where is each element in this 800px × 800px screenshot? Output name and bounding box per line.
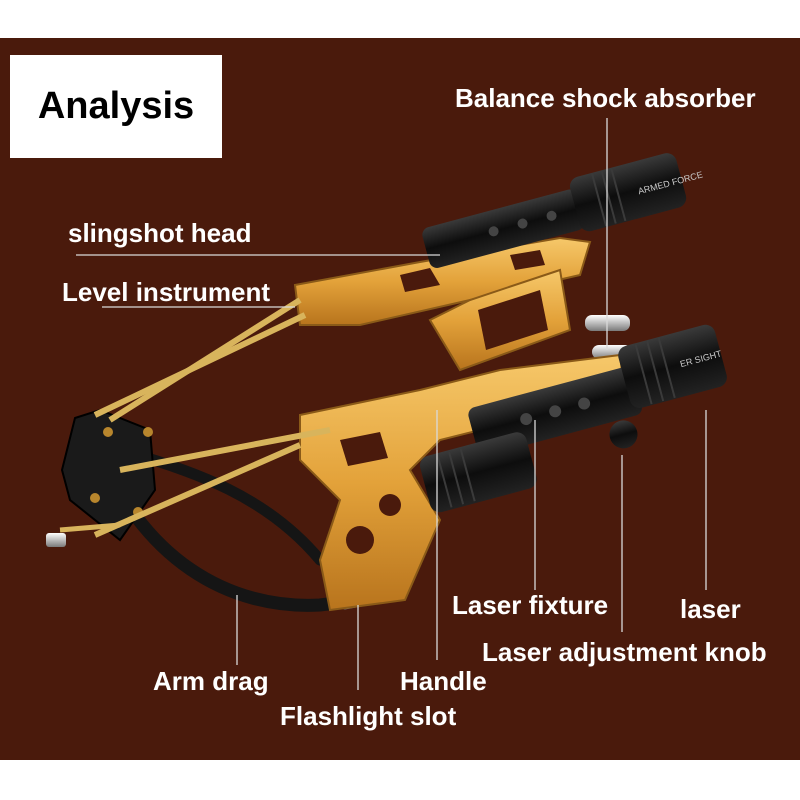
label-level-instrument: Level instrument — [62, 277, 271, 307]
title-box: Analysis — [10, 55, 222, 158]
label-flashlight-slot: Flashlight slot — [280, 701, 457, 731]
slingshot-frame-lower — [299, 353, 627, 612]
label-slingshot-head: slingshot head — [68, 218, 252, 248]
label-arm-drag: Arm drag — [153, 666, 269, 696]
label-handle: Handle — [400, 666, 487, 696]
leader-lines — [76, 118, 707, 690]
lower-laser: ER SIGHT — [419, 324, 727, 513]
upper-laser: ARMED FORCE — [422, 153, 704, 268]
label-laser: laser — [680, 594, 741, 624]
laser-adjustment-knob-shape — [609, 420, 638, 449]
label-laser-fixture: Laser fixture — [452, 590, 609, 620]
label-laser-adjustment-knob: Laser adjustment knob — [482, 637, 767, 667]
title-heading: Analysis — [37, 85, 195, 127]
label-balance-shock-absorber: Balance shock absorber — [455, 83, 756, 113]
